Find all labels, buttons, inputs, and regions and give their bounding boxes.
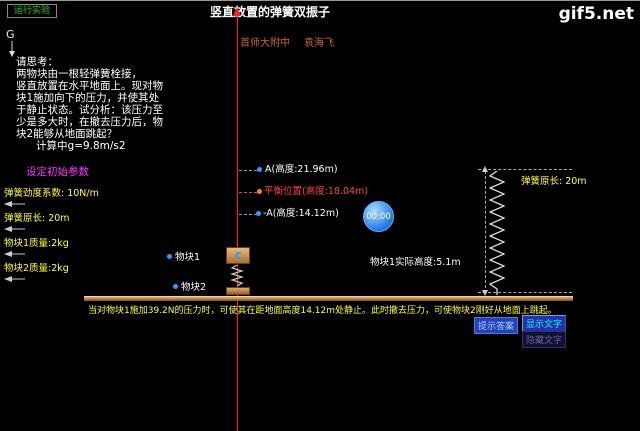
marker-neg-a-label: -A(高度:14.12m) <box>263 208 339 219</box>
block1-height-readout: 物块1实际高度:5.1m <box>370 257 461 268</box>
credit-line: 首师大附中 袁海飞 <box>240 34 348 49</box>
reference-spring-graphic <box>489 171 505 295</box>
vertical-axis-line <box>237 15 238 431</box>
problem-line: 少是多大时，在撤去压力后，物 <box>16 116 163 128</box>
marker-equilibrium-label: 平衡位置(高度:18.04m) <box>264 186 369 197</box>
block1-label-dot <box>167 254 172 259</box>
gravity-label: G <box>6 28 15 41</box>
marker-eq-dot <box>257 189 262 194</box>
measure-down-arrow-icon <box>482 290 488 296</box>
compressed-spring-graphic <box>230 265 244 286</box>
hint-answer-button[interactable]: 提示答案 <box>474 317 519 334</box>
author-name: 袁海飞 <box>304 38 334 49</box>
param-label: 物块2质量:2kg <box>4 263 69 274</box>
block2-object[interactable] <box>226 287 250 295</box>
hide-text-button[interactable]: 隐藏文字 <box>522 331 567 348</box>
timer-display: 00:00 <box>363 201 394 232</box>
marker-dash-neg-a <box>239 214 257 215</box>
rest-length-bottom-dash <box>478 292 572 293</box>
param-label: 物块1质量:2kg <box>4 238 69 249</box>
problem-line: 于静止状态。试分析：该压力至 <box>16 104 163 116</box>
params-list: 弹簧劲度系数: 10N/m 弹簧原长: 20m 物块1质量:2kg 物块2质量:… <box>4 185 99 285</box>
axis-up-arrow-icon <box>233 7 241 16</box>
left-arrow-adjuster-icon[interactable] <box>4 250 26 258</box>
run-experiment-button[interactable]: 运行实验 <box>7 4 57 18</box>
left-arrow-adjuster-icon[interactable] <box>4 225 26 233</box>
problem-line: 块1施加向下的压力，并使其处 <box>16 92 160 104</box>
rest-length-measure-line <box>485 171 486 293</box>
param-spring-rest-length: 弹簧原长: 20m <box>4 210 99 233</box>
param-spring-constant: 弹簧劲度系数: 10N/m <box>4 185 99 208</box>
block2-label: 物块2 <box>181 282 207 293</box>
marker-dash-eq <box>239 192 257 193</box>
page-title: 竖直放置的弹簧双振子 <box>209 5 330 19</box>
gravity-down-arrow-icon <box>9 41 15 57</box>
params-section-title: 设定初始参数 <box>26 166 89 178</box>
marker-dash-a <box>239 170 257 171</box>
left-arrow-adjuster-icon[interactable] <box>4 275 26 283</box>
ground-surface <box>84 296 573 301</box>
clamp-ring-icon <box>235 252 242 259</box>
block2-label-dot <box>173 284 178 289</box>
marker-a-label: A(高度:21.96m) <box>265 164 338 175</box>
watermark-logo: gif5.net <box>558 4 634 24</box>
problem-line: 竖直放置在水平地面上。现对物 <box>16 80 163 92</box>
school-name: 首师大附中 <box>240 38 290 49</box>
marker-neg-a-dot <box>256 211 261 216</box>
problem-statement: 请思考： 两物块由一根轻弹簧栓接， 竖直放置在水平地面上。现对物 块1施加向下的… <box>16 56 178 152</box>
show-text-button[interactable]: 显示文字 <box>522 315 567 332</box>
param-label: 弹簧劲度系数: 10N/m <box>4 188 99 199</box>
spring-rest-length-label: 弹簧原长: 20m <box>521 176 587 187</box>
rest-length-top-dash <box>478 169 572 170</box>
left-arrow-adjuster-icon[interactable] <box>4 200 26 208</box>
problem-line: 两物块由一根轻弹簧栓接， <box>16 68 142 80</box>
problem-line: 块2能够从地面跳起？ <box>16 128 118 140</box>
measure-up-arrow-icon <box>482 166 488 172</box>
answer-text: 当对物块1施加39.2N的压力时，可使其在距地面高度14.12m处静止。此时撤去… <box>88 306 557 316</box>
param-block2-mass: 物块2质量:2kg <box>4 260 99 283</box>
problem-line: 请思考： <box>16 56 58 68</box>
param-label: 弹簧原长: 20m <box>4 213 70 224</box>
marker-a-dot <box>257 167 262 172</box>
problem-line: 计算中g=9.8m/s2 <box>36 140 126 152</box>
block1-object[interactable] <box>226 247 250 264</box>
param-block1-mass: 物块1质量:2kg <box>4 235 99 258</box>
block1-label: 物块1 <box>175 252 201 263</box>
